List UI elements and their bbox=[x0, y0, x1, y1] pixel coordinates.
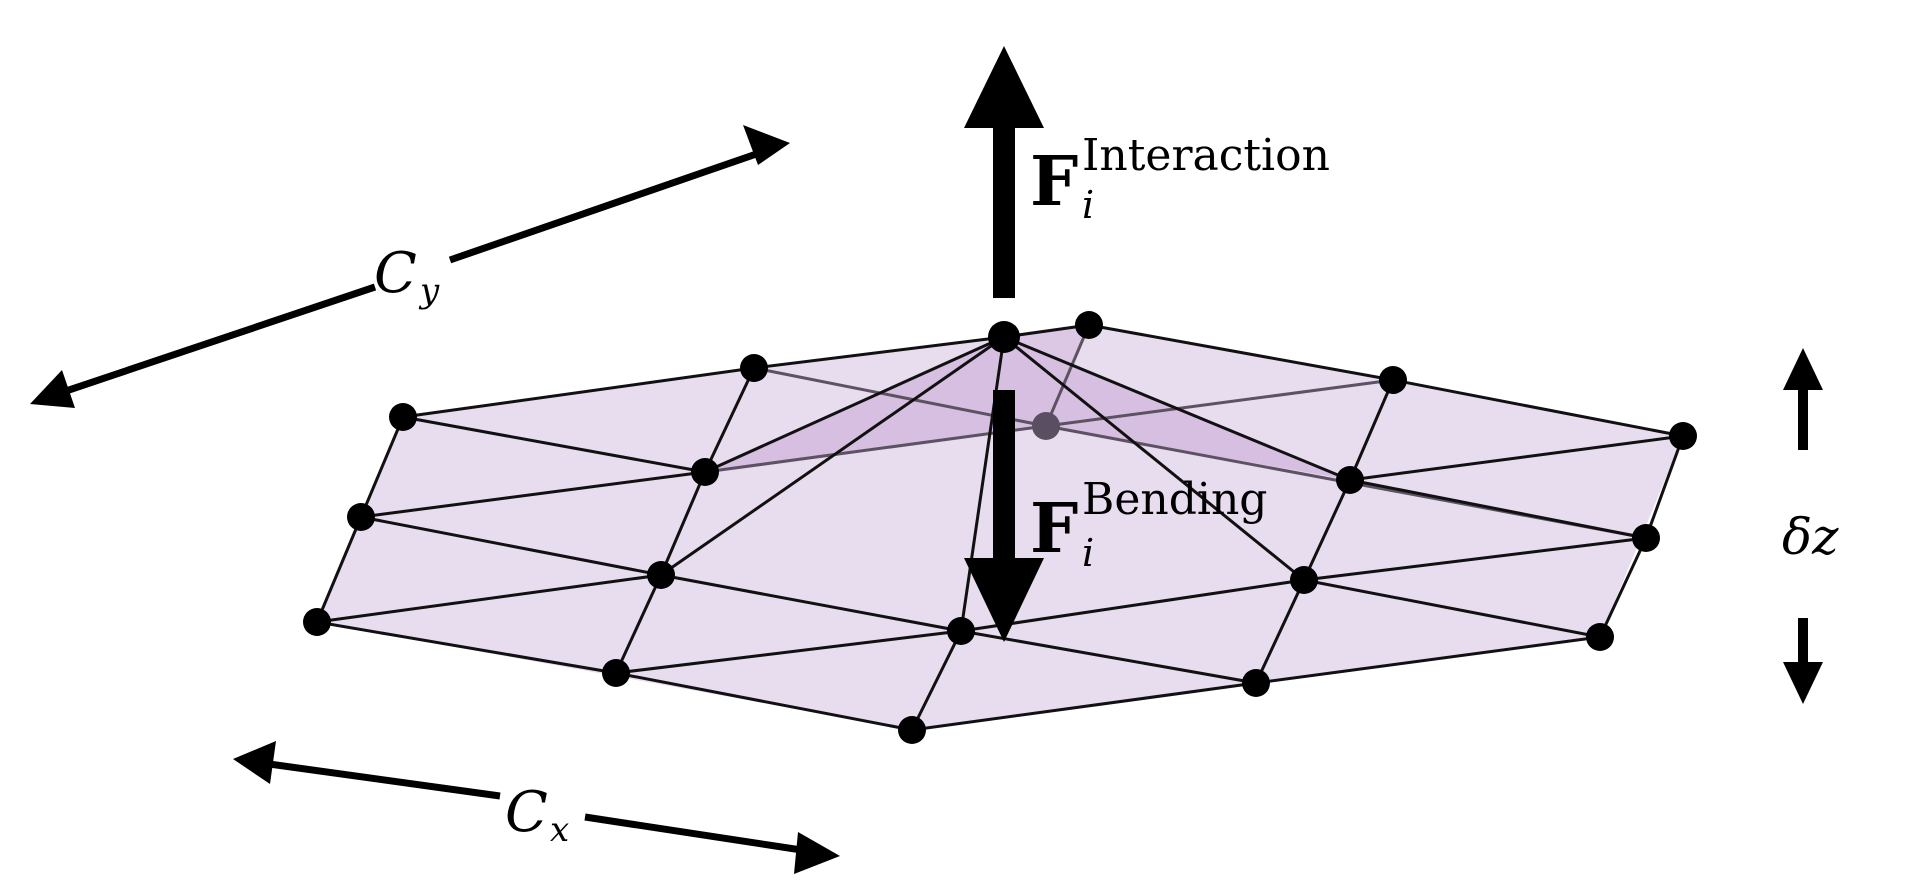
interaction-arrow-head bbox=[964, 46, 1044, 128]
peak-edge bbox=[1002, 335, 1352, 482]
raised-face-back bbox=[1004, 325, 1089, 426]
mesh-node-hidden bbox=[1032, 412, 1060, 440]
mesh-node bbox=[740, 354, 768, 382]
dz-arrow-up-shaft bbox=[1798, 383, 1808, 450]
mesh-node bbox=[647, 561, 675, 589]
cx-arrow-line-right bbox=[584, 813, 809, 855]
cy-label-subscript: y bbox=[418, 271, 440, 311]
mesh-node bbox=[1290, 566, 1318, 594]
mesh-node bbox=[1336, 466, 1364, 494]
bending-force-label: F i Bending bbox=[1030, 474, 1267, 575]
cx-label: C x bbox=[505, 780, 569, 850]
dz-arrow-down-shaft bbox=[1798, 618, 1808, 668]
dz-arrow-up-head bbox=[1783, 348, 1823, 390]
peak-edge bbox=[959, 335, 1006, 633]
mesh-node bbox=[303, 608, 331, 636]
cx-label-symbol: C bbox=[505, 780, 548, 845]
mesh-node bbox=[1586, 623, 1614, 651]
mesh-node bbox=[347, 503, 375, 531]
dz-arrow-down-head bbox=[1783, 662, 1823, 704]
bending-force-superscript: Bending bbox=[1082, 474, 1267, 525]
mesh-edge bbox=[1348, 378, 1395, 482]
mesh-node bbox=[1242, 669, 1270, 697]
mesh-edge bbox=[1254, 578, 1306, 685]
mesh-edge bbox=[401, 415, 707, 474]
dz-label-text: δz bbox=[1782, 508, 1839, 566]
mesh-node bbox=[389, 403, 417, 431]
peak-node bbox=[988, 321, 1020, 353]
bending-force-symbol: F bbox=[1030, 489, 1078, 569]
bending-force-subscript: i bbox=[1082, 531, 1094, 575]
interaction-force-label: F i Interaction bbox=[1030, 130, 1330, 227]
mesh-edge bbox=[614, 573, 663, 675]
mesh-node bbox=[1632, 524, 1660, 552]
interaction-force-subscript: i bbox=[1082, 183, 1094, 227]
bending-arrow-shaft bbox=[993, 390, 1015, 562]
mesh-edge bbox=[910, 629, 963, 732]
peak-edge bbox=[703, 335, 1006, 474]
mesh-edge bbox=[1302, 578, 1602, 639]
mesh-edge bbox=[1348, 434, 1685, 482]
mesh-edge bbox=[1348, 478, 1648, 540]
dz-label: δz bbox=[1782, 508, 1839, 566]
cx-label-subscript: x bbox=[550, 810, 569, 850]
mesh-node bbox=[898, 716, 926, 744]
mesh-node bbox=[1669, 422, 1697, 450]
mesh-node bbox=[1379, 366, 1407, 394]
mesh-edge bbox=[359, 515, 663, 577]
mesh-node bbox=[947, 617, 975, 645]
interaction-force-symbol: F bbox=[1030, 142, 1078, 222]
mesh-edge bbox=[959, 578, 1306, 633]
mesh-node bbox=[602, 659, 630, 687]
interaction-force-arrow bbox=[964, 46, 1044, 298]
interaction-arrow-shaft bbox=[993, 120, 1015, 298]
mesh-edge bbox=[614, 629, 963, 675]
mesh-node bbox=[691, 458, 719, 486]
back-edge bbox=[1044, 323, 1091, 428]
raised-face-left bbox=[705, 337, 1046, 472]
mesh-edge bbox=[359, 470, 707, 519]
cy-arrow-head-left bbox=[30, 370, 75, 408]
peak-edge bbox=[659, 335, 1006, 577]
mesh-edge bbox=[1302, 536, 1648, 582]
cy-arrow-line-upper bbox=[448, 148, 764, 264]
cx-arrow-line-left bbox=[261, 759, 501, 800]
bending-force-arrow bbox=[964, 390, 1044, 642]
mesh-edge bbox=[1302, 478, 1352, 582]
mesh-nodes bbox=[303, 311, 1697, 744]
interaction-force-superscript: Interaction bbox=[1082, 130, 1330, 181]
mesh-edge bbox=[315, 573, 663, 624]
mesh-edge bbox=[659, 573, 963, 633]
cy-label-symbol: C bbox=[374, 241, 417, 306]
cx-arrow bbox=[233, 741, 840, 874]
peak-edge bbox=[1002, 335, 1306, 582]
mesh-edge bbox=[703, 366, 756, 474]
cy-arrow-line-lower bbox=[64, 283, 377, 395]
cx-arrow-head-left bbox=[233, 741, 276, 784]
cx-arrow-head-right bbox=[794, 832, 840, 874]
mesh-edge bbox=[959, 629, 1258, 685]
bending-arrow-head bbox=[964, 558, 1044, 642]
cy-arrow-head-right bbox=[743, 125, 790, 165]
mesh-node bbox=[1075, 311, 1103, 339]
cy-label: C y bbox=[374, 241, 440, 311]
cy-arrow bbox=[30, 125, 790, 408]
mesh-edge bbox=[659, 470, 707, 577]
dz-arrows bbox=[1783, 348, 1823, 704]
